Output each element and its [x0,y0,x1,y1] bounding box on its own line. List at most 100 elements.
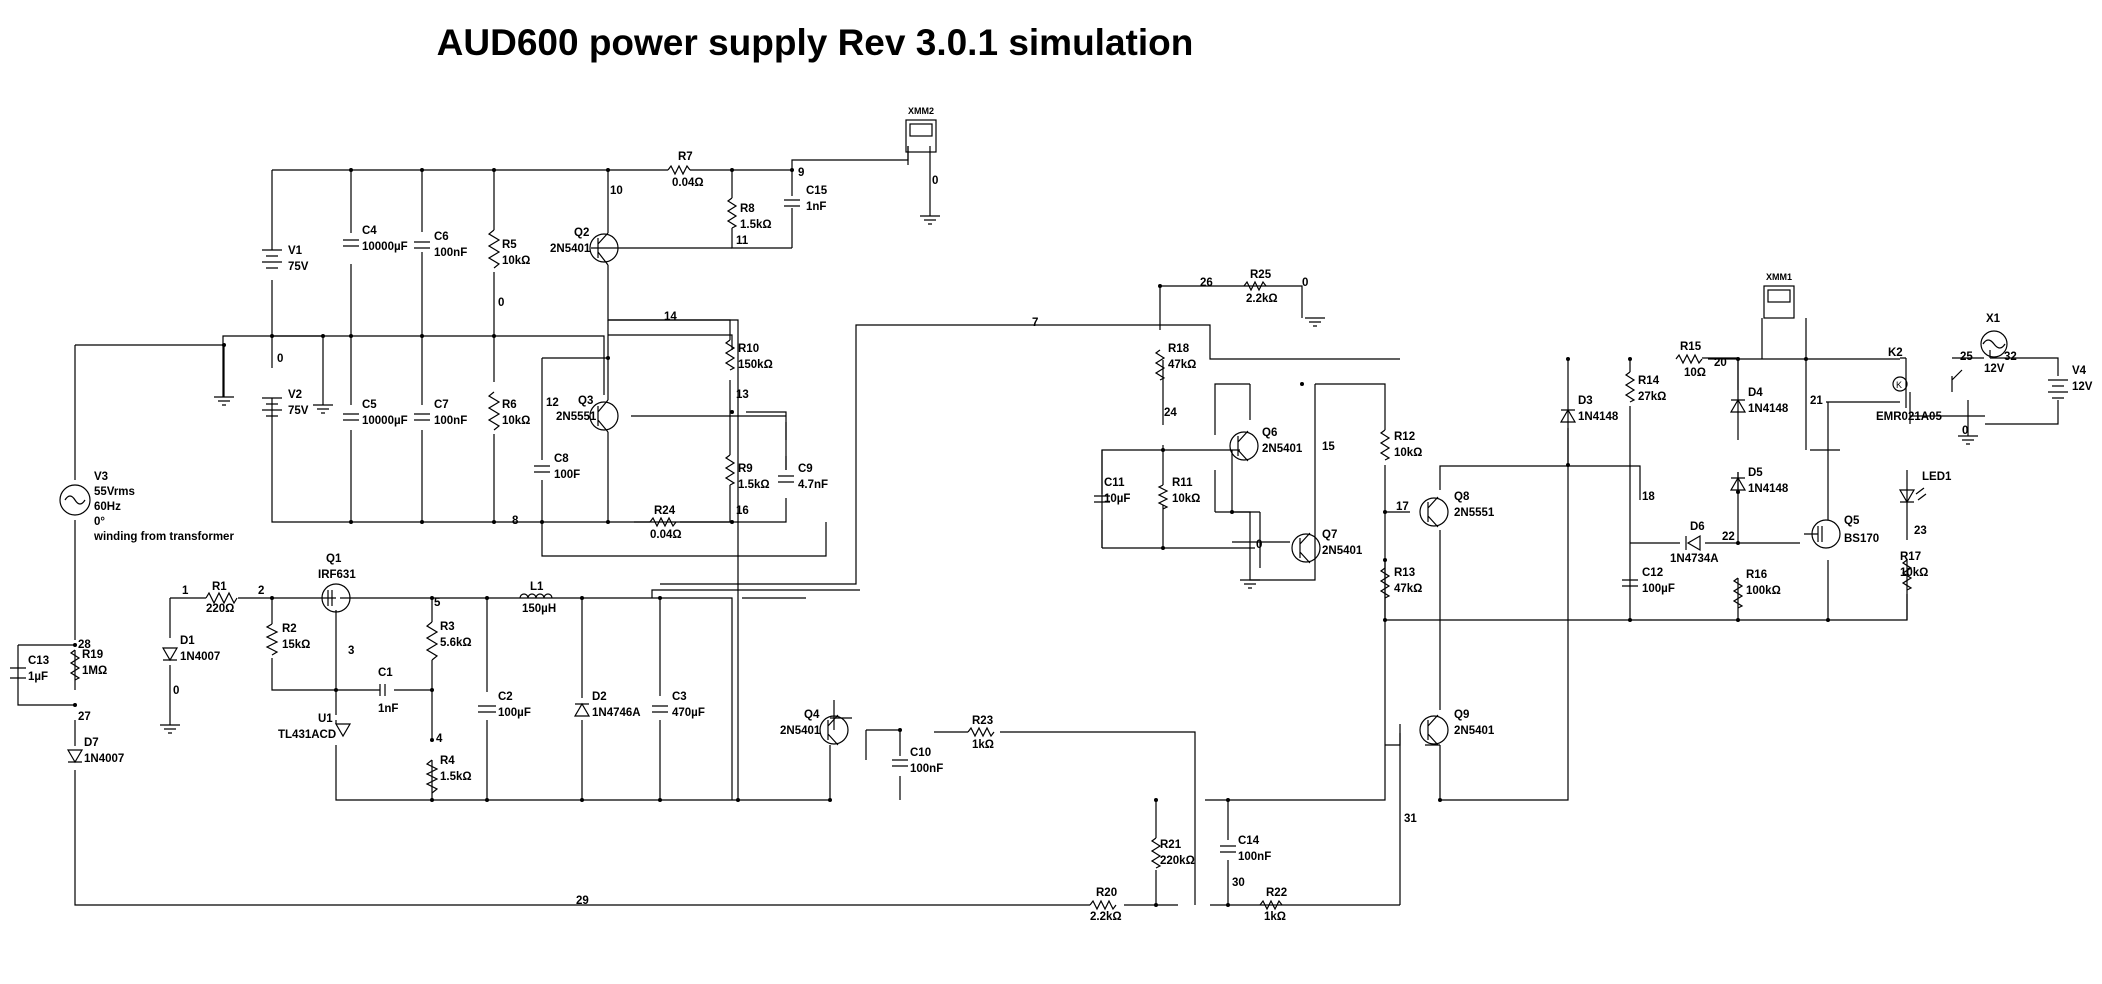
resistor-R8[interactable]: R8 1.5kΩ [726,197,772,231]
diode-D3[interactable]: D3 1N4148 [1559,395,1619,423]
diode-D2[interactable]: D2 1N4746A [573,691,641,719]
capacitor-C15[interactable]: C15 1nF [784,185,828,213]
diode-D4[interactable]: D4 1N4148 [1729,387,1789,415]
junction-dots [73,168,1830,907]
capacitor-C8[interactable]: C8 100F [534,453,580,481]
source-V4[interactable]: V4 12V [2048,365,2093,399]
multimeter-XMM1[interactable]: XMM1 [1763,272,1795,319]
resistor-R9[interactable]: R9 1.5kΩ [724,454,770,491]
svg-text:2.2kΩ: 2.2kΩ [1090,911,1122,923]
diode-D7[interactable]: D7 1N4007 [66,737,124,765]
capacitor-C14[interactable]: C14 100nF [1220,835,1271,863]
svg-text:10kΩ: 10kΩ [502,415,530,427]
diode-D5[interactable]: D5 1N4148 [1729,467,1789,495]
svg-text:100F: 100F [554,469,580,481]
svg-text:C1: C1 [378,667,393,679]
svg-text:10kΩ: 10kΩ [1394,447,1422,459]
resistor-R19[interactable]: R19 1MΩ [69,649,107,681]
capacitor-C13[interactable]: C13 1µF [10,655,49,683]
resistor-R23[interactable]: R23 1kΩ [967,715,995,751]
capacitor-C9[interactable]: C9 4.7nF [778,463,828,491]
svg-text:1: 1 [182,585,189,597]
svg-text:220Ω: 220Ω [206,603,234,615]
capacitor-C5[interactable]: C5 10000µF [343,399,408,427]
mosfet-Q1[interactable]: Q1 IRF631 [318,553,356,613]
resistor-R7[interactable]: R7 0.04Ω [667,151,704,189]
capacitor-C2[interactable]: C2 100µF [478,691,531,719]
svg-text:10000µF: 10000µF [362,415,408,427]
svg-text:30: 30 [1232,877,1245,889]
transistor-Q3[interactable]: Q3 2N5551 [556,395,619,433]
svg-text:R13: R13 [1394,567,1415,579]
shunt-regulator-U1[interactable]: U1 TL431ACD [278,713,352,741]
relay-K2[interactable]: K K2 EMR021A05 [1876,347,1963,423]
capacitor-C6[interactable]: C6 100nF [414,231,467,259]
svg-text:100nF: 100nF [434,415,467,427]
resistor-R20[interactable]: R20 2.2kΩ [1089,887,1122,923]
svg-text:100µF: 100µF [498,707,531,719]
transistor-Q6[interactable]: Q6 2N5401 [1229,427,1303,462]
svg-text:12V: 12V [2072,381,2093,393]
lamp-X1[interactable]: X1 12V [1980,313,2008,375]
source-V3[interactable]: V3 55Vrms 60Hz 0° winding from transform… [59,471,234,543]
svg-text:C2: C2 [498,691,513,703]
source-V1[interactable]: V1 75V [262,245,309,273]
capacitor-C1[interactable]: C1 1nF [378,667,398,715]
resistor-R14[interactable]: R14 27kΩ [1624,371,1666,403]
svg-text:Q2: Q2 [574,227,589,239]
transistor-Q8[interactable]: Q8 2N5551 [1419,491,1495,528]
svg-text:2: 2 [258,585,264,597]
svg-text:2N5551: 2N5551 [556,411,597,423]
transistor-Q2[interactable]: Q2 2N5401 [550,227,619,266]
svg-text:10kΩ: 10kΩ [1172,493,1200,505]
led-LED1[interactable]: LED1 [1898,471,1952,504]
resistor-R21[interactable]: R21 220kΩ [1150,837,1195,869]
diode-D1[interactable]: D1 1N4007 [161,635,220,663]
svg-text:10: 10 [610,185,623,197]
capacitor-C12[interactable]: C12 100µF [1622,567,1675,595]
svg-text:EMR021A05: EMR021A05 [1876,411,1942,423]
svg-text:0°: 0° [94,516,105,528]
inductor-L1[interactable]: L1 150µH [519,581,556,615]
transistor-Q4[interactable]: Q4 2N5401 [780,709,849,746]
svg-text:C12: C12 [1642,567,1663,579]
svg-text:10Ω: 10Ω [1684,367,1706,379]
resistor-R11[interactable]: R11 10kΩ [1157,477,1200,510]
transistor-Q7[interactable]: Q7 2N5401 [1291,529,1363,564]
diode-D6[interactable]: D6 1N4734A [1670,521,1719,565]
capacitor-C11[interactable]: C11 10µF [1094,477,1130,505]
multimeter-XMM2[interactable]: XMM2 [905,106,937,153]
resistor-R17[interactable]: R17 10kΩ [1900,551,1928,591]
resistor-R24[interactable]: R24 0.04Ω [649,505,682,541]
svg-text:1N4007: 1N4007 [180,651,220,663]
capacitor-C10[interactable]: C10 100nF [892,747,943,775]
resistor-R12[interactable]: R12 10kΩ [1379,429,1422,461]
svg-text:2N5401: 2N5401 [1454,725,1495,737]
resistor-R6[interactable]: R6 10kΩ [487,391,530,431]
resistor-R25[interactable]: R25 2.2kΩ [1243,269,1278,305]
resistor-R3[interactable]: R3 5.6kΩ [425,621,472,661]
svg-text:V3: V3 [94,471,108,483]
resistor-R5[interactable]: R5 10kΩ [487,229,530,269]
svg-text:150kΩ: 150kΩ [738,359,773,371]
resistor-R22[interactable]: R22 1kΩ [1259,887,1287,923]
mosfet-Q5[interactable]: Q5 BS170 [1804,515,1879,549]
resistor-R10[interactable]: R10 150kΩ [724,339,773,371]
resistor-R13[interactable]: R13 47kΩ [1379,567,1422,599]
svg-text:R2: R2 [282,623,297,635]
capacitor-C7[interactable]: C7 100nF [414,399,467,427]
svg-text:24: 24 [1164,407,1177,419]
resistor-R4[interactable]: R4 1.5kΩ [425,755,472,794]
resistor-R18[interactable]: R18 47kΩ [1154,343,1196,381]
transistor-Q9[interactable]: Q9 2N5401 [1419,709,1495,746]
capacitor-C4[interactable]: C4 10000µF [343,225,408,253]
resistor-R2[interactable]: R2 15kΩ [265,623,310,656]
svg-text:9: 9 [798,167,804,179]
resistor-R16[interactable]: R16 100kΩ [1732,569,1781,609]
capacitor-C3[interactable]: C3 470µF [652,691,705,719]
source-V2[interactable]: V2 75V [262,389,309,417]
resistor-R15[interactable]: R15 10Ω [1675,341,1706,379]
resistor-R1[interactable]: R1 220Ω [205,581,238,615]
svg-text:1nF: 1nF [806,201,826,213]
svg-text:2N5401: 2N5401 [780,725,821,737]
